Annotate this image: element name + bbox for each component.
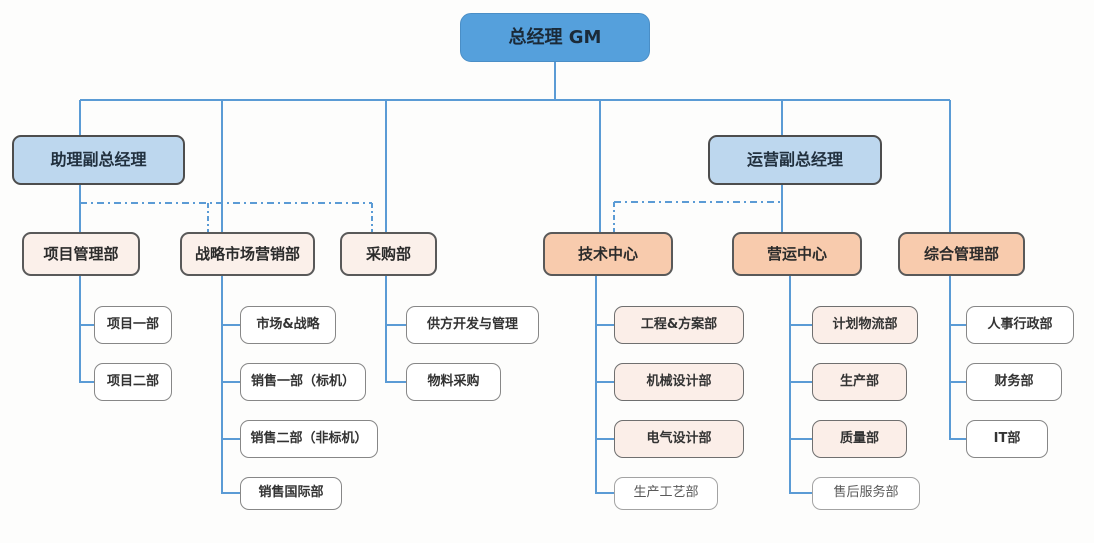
connector-drop-technology-center (599, 100, 601, 232)
connector-drop-general-management (949, 100, 951, 232)
node-market-strategy: 市场&战略 (240, 306, 336, 344)
connector-dashdot-operations-rail (614, 201, 782, 203)
node-engineering-solutions: 工程&方案部 (614, 306, 744, 344)
node-quality-dept: 质量部 (812, 420, 907, 458)
node-operations-deputy-gm: 运营副总经理 (708, 135, 882, 185)
node-mechanical-design: 机械设计部 (614, 363, 744, 401)
node-sales-dept-2-nonstandard: 销售二部（非标机） (240, 420, 378, 458)
connector-dashdot-to-purchasing (371, 203, 373, 232)
connector-branch (949, 381, 966, 383)
connector-branch (789, 381, 812, 383)
node-project-dept-2: 项目二部 (94, 363, 172, 401)
connector-drop-purchasing (385, 100, 387, 232)
connector-operations-center-stem (789, 276, 791, 493)
connector-branch (385, 381, 406, 383)
node-assistant-deputy-gm: 助理副总经理 (12, 135, 185, 185)
connector-branch (949, 438, 966, 440)
connector-branch (221, 438, 240, 440)
node-supplier-development: 供方开发与管理 (406, 306, 539, 344)
node-production-dept: 生产部 (812, 363, 907, 401)
connector-dashdot-to-strategic-marketing (207, 203, 209, 232)
connector-branch (595, 438, 614, 440)
connector-project-mgmt-stem (79, 276, 81, 382)
connector-drop-operations-vp (781, 100, 783, 135)
node-dept-project-management: 项目管理部 (22, 232, 140, 276)
node-finance-dept: 财务部 (966, 363, 1062, 401)
connector-technology-center-stem (595, 276, 597, 493)
connector-branch (595, 492, 614, 494)
node-dept-general-management: 综合管理部 (898, 232, 1025, 276)
connector-branch (79, 381, 94, 383)
connector-branch (789, 492, 812, 494)
connector-top-rail (80, 99, 950, 101)
connector-dashdot-to-technology-center (613, 202, 615, 232)
connector-gm-stem (554, 62, 556, 100)
connector-branch (789, 324, 812, 326)
connector-drop-strategic-marketing (221, 100, 223, 232)
node-hr-admin: 人事行政部 (966, 306, 1074, 344)
connector-branch (79, 324, 94, 326)
connector-dashdot-assistant-rail (80, 202, 372, 204)
connector-operations-vp-stem (781, 185, 783, 232)
connector-branch (595, 381, 614, 383)
connector-general-management-stem (949, 276, 951, 439)
connector-branch (221, 492, 240, 494)
node-after-sales-service: 售后服务部 (812, 477, 920, 510)
node-sales-dept-1-standard: 销售一部（标机） (240, 363, 366, 401)
connector-branch (221, 381, 240, 383)
connector-branch (595, 324, 614, 326)
connector-purchasing-stem (385, 276, 387, 382)
connector-drop-assistant-vp (79, 100, 81, 135)
node-gm: 总经理 GM (460, 13, 650, 62)
connector-branch (221, 324, 240, 326)
node-dept-purchasing: 采购部 (340, 232, 437, 276)
node-it-dept: IT部 (966, 420, 1048, 458)
node-dept-technology-center: 技术中心 (543, 232, 673, 276)
node-planning-logistics: 计划物流部 (812, 306, 918, 344)
node-electrical-design: 电气设计部 (614, 420, 744, 458)
node-dept-operations-center: 营运中心 (732, 232, 862, 276)
connector-branch (385, 324, 406, 326)
node-sales-international: 销售国际部 (240, 477, 342, 510)
node-material-purchasing: 物料采购 (406, 363, 501, 401)
node-project-dept-1: 项目一部 (94, 306, 172, 344)
connector-branch (949, 324, 966, 326)
node-dept-strategic-marketing: 战略市场营销部 (180, 232, 315, 276)
connector-assistant-vp-stem (79, 185, 81, 232)
connector-strategic-marketing-stem (221, 276, 223, 493)
node-production-process: 生产工艺部 (614, 477, 718, 510)
connector-branch (789, 438, 812, 440)
